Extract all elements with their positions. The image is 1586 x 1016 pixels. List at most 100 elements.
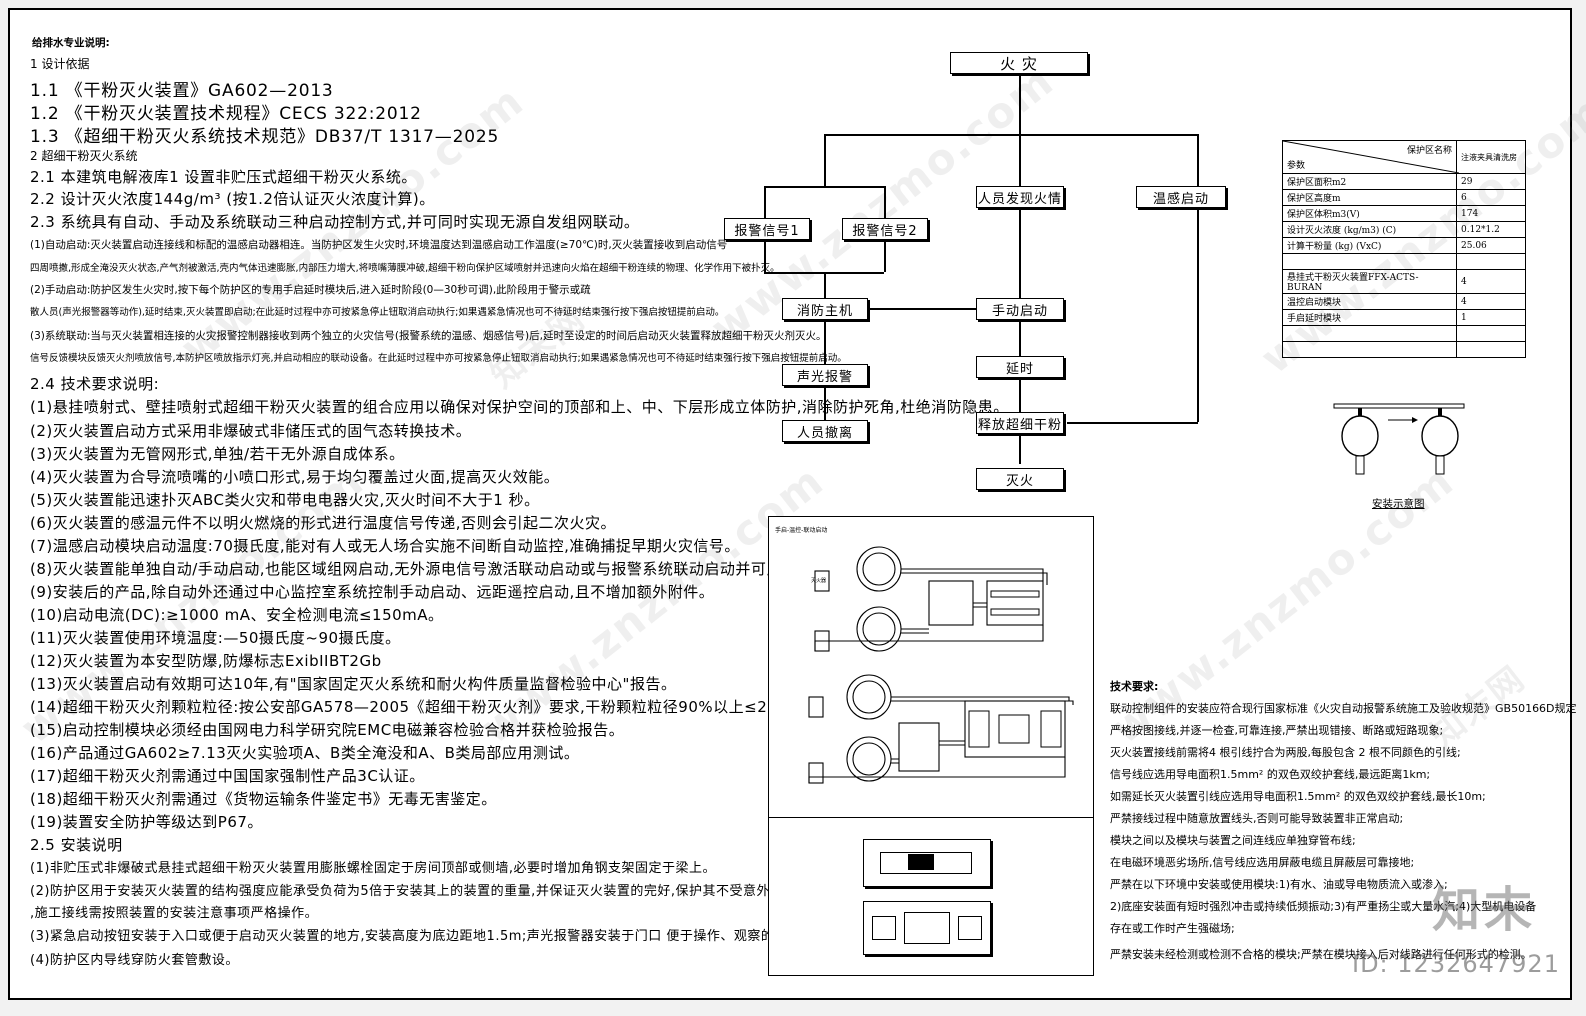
tech-req-8: 在电磁环境恶劣场所,信号线应选用屏蔽电缆且屏蔽层可靠接地; bbox=[1110, 856, 1415, 869]
mode-linkage-cont: 信号反馈模块反馈灭火剂喷放信号,本防护区喷放指示灯亮,并启动相应的联动设备。在此… bbox=[30, 353, 847, 364]
param-value: 25.06 bbox=[1456, 237, 1526, 254]
tech-13: (13)灭火装置启动有效期可达10年,有"国家固定灭火系统和耐火构件质量监督检验… bbox=[30, 675, 677, 693]
tech-14: (14)超细干粉灭火剂颗粒粒径:按公安部GA578—2005《超细干粉灭火剂》要… bbox=[30, 698, 818, 716]
flow-sound-light-alarm: 声光报警 bbox=[782, 364, 868, 386]
item-2-4: 2.4 技术要求说明: bbox=[30, 375, 160, 393]
param-key: 设计灭火浓度 (kg/m3) (C) bbox=[1282, 221, 1457, 238]
tech-19: (19)装置安全防护等级达到P67。 bbox=[30, 813, 263, 831]
tech-req-3: 灭火装置接线前需将4 根引线拧合为两股,每股包含 2 根不同颜色的引线; bbox=[1110, 746, 1461, 759]
tech-9: (9)安装后的产品,除自动外还通过中心监控室系统控制手动启动、远距遥控启动,且不… bbox=[30, 583, 715, 601]
tech-req-2: 严格按图接线,并逐一检查,可靠连接,严禁出现错接、断路或短路现象; bbox=[1110, 724, 1444, 737]
install-sketch: 安装示意图 bbox=[1332, 400, 1468, 510]
mode-auto: (1)自动启动:灭火装置启动连接线和标配的温感启动器相连。当防护区发生火灾时,环… bbox=[30, 239, 728, 251]
item-2-1: 2.1 本建筑电解液库1 设置非贮压式超细干粉灭火系统。 bbox=[30, 168, 417, 186]
tech-req-4: 信号线应选用导电面积1.5mm² 的双色双绞护套线,最远距离1km; bbox=[1110, 768, 1431, 781]
param-key bbox=[1282, 325, 1457, 342]
param-key: 悬挂式干粉灭火装置FFX-ACTS-BURAN bbox=[1282, 269, 1457, 294]
tech-16: (16)产品通过GA602≥7.13灭火实验项A、B类全淹没和A、B类局部应用测… bbox=[30, 744, 580, 762]
flow-temp-start: 温感启动 bbox=[1136, 186, 1226, 208]
tech-req-10: 2)底座安装面有短时强烈冲击或持续低频振动;3)有严重扬尘或大量水汽;4)大型机… bbox=[1110, 900, 1537, 913]
tech-req-6: 严禁接线过程中随意放置线头,否则可能导致装置非正常启动; bbox=[1110, 812, 1404, 825]
param-key: 保护区体积m3(V) bbox=[1282, 205, 1457, 222]
table-row: 计算干粉量 (kg) (VxC)25.06 bbox=[1282, 237, 1526, 254]
manual-module-back bbox=[863, 901, 991, 955]
param-value: 4 bbox=[1456, 269, 1526, 294]
flow-delay: 延时 bbox=[976, 356, 1064, 378]
table-header-cell: 保护区名称 参数 bbox=[1282, 140, 1459, 174]
install-2: (2)防护区用于安装灭火装置的结构强度应能承受负荷为5倍于安装其上的装置的重量,… bbox=[30, 884, 797, 899]
table-row: 保护区体积m3(V)174 bbox=[1282, 205, 1526, 222]
brand-logo: 知末 bbox=[1432, 882, 1537, 938]
ref-1-3: 1.3 《超细干粉灭火系统技术规范》DB37/T 1317—2025 bbox=[30, 127, 500, 147]
table-row bbox=[1282, 253, 1526, 270]
param-value: 174 bbox=[1456, 205, 1526, 222]
tech-18: (18)超细干粉灭火剂需通过《货物运输条件鉴定书》无毒无害鉴定。 bbox=[30, 790, 497, 808]
mode-manual: (2)手动启动:防护区发生火灾时,按下每个防护区的专用手启延时模块后,进入延时阶… bbox=[30, 284, 591, 296]
install-3: (3)紧急启动按钮安装于入口或便于启动灭火装置的地方,安装高度为底边距地1.5m… bbox=[30, 929, 807, 944]
param-value: 6 bbox=[1456, 189, 1526, 206]
section-1: 1 设计依据 bbox=[30, 57, 90, 71]
tech-req-11: 存在或工作时产生强磁场; bbox=[1110, 922, 1235, 935]
install-2-cont: ,施工接线需按照装置的安装注意事项严格操作。 bbox=[30, 906, 319, 921]
tech-2: (2)灭火装置启动方式采用非爆破式非储压式的固气态转换技术。 bbox=[30, 422, 472, 440]
param-value bbox=[1456, 253, 1526, 270]
tech-req-7: 模块之间以及模块与装置之间连线应单独穿管布线; bbox=[1110, 834, 1356, 847]
mode-auto-cont: 四周喷撒,形成全淹没灭火状态,产气剂被激活,壳内气体迅速膨胀,内部压力增大,将喷… bbox=[30, 263, 780, 274]
param-key: 计算干粉量 (kg) (VxC) bbox=[1282, 237, 1457, 254]
flow-fire-host: 消防主机 bbox=[782, 298, 868, 320]
flow-person-found: 人员发现火情 bbox=[976, 186, 1064, 208]
flow-alarm-2: 报警信号2 bbox=[842, 218, 928, 240]
install-4: (4)防护区内导线穿防火套管敷设。 bbox=[30, 953, 239, 968]
param-key: 温控启动模块 bbox=[1282, 293, 1457, 310]
image-id: ID: 1232647921 bbox=[1352, 950, 1560, 978]
item-2-5: 2.5 安装说明 bbox=[30, 836, 123, 854]
tech-req-5: 如需延长灭火装置引线应选用导电面积1.5mm² 的双色双绞护套线,最长10m; bbox=[1110, 790, 1486, 803]
tech-req-12: 严禁安装未经检测或检测不合格的模块;严禁在模块接入后对线路进行任何形式的检测。 bbox=[1110, 948, 1532, 961]
tech-3: (3)灭火装置为无管网形式,单独/若干无外源自成体系。 bbox=[30, 445, 405, 463]
tech-15: (15)启动控制模块必须经由国网电力科学研究院EMC电磁兼容检验合格并获检验报告… bbox=[30, 721, 625, 739]
tech-5: (5)灭火装置能迅速扑灭ABC类火灾和带电电器火灾,灭火时间不大于1 秒。 bbox=[30, 491, 540, 509]
tech-4: (4)灭火装置为合导流喷嘴的小喷口形式,易于均匀覆盖过火面,提高灭火效能。 bbox=[30, 468, 560, 486]
table-row: 设计灭火浓度 (kg/m3) (C)0.12*1.2 bbox=[1282, 221, 1526, 238]
install-caption: 安装示意图 bbox=[1372, 498, 1425, 510]
ref-1-1: 1.1 《干粉灭火装置》GA602—2013 bbox=[30, 81, 334, 101]
param-key bbox=[1282, 341, 1457, 358]
wiring-panel: 手启-温控-联动启动 bbox=[768, 516, 1094, 976]
wiring-label: 灭火器 bbox=[811, 578, 827, 584]
table-row bbox=[1282, 325, 1526, 342]
param-key: 保护区面积m2 bbox=[1282, 173, 1457, 190]
tech-req-9: 严禁在以下环境中安装或使用模块:1)有水、油或导电物质流入或渗入; bbox=[1110, 878, 1448, 891]
param-value: 1 bbox=[1456, 309, 1526, 326]
param-value: 29 bbox=[1456, 173, 1526, 190]
header-zone-label: 保护区名称 bbox=[1406, 146, 1452, 156]
item-2-3: 2.3 系统具有自动、手动及系统联动三种启动控制方式,并可同时实现无源自发组网联… bbox=[30, 213, 640, 231]
param-value: 0.12*1.2 bbox=[1456, 221, 1526, 238]
flow-fire: 火 灾 bbox=[950, 52, 1088, 74]
tech-1: (1)悬挂喷射式、壁挂喷射式超细干粉灭火装置的组合应用以确保对保护空间的顶部和上… bbox=[30, 398, 1009, 416]
notes-title: 给排水专业说明: bbox=[32, 37, 110, 49]
tech-10: (10)启动电流(DC):≥1000 mA、安全检测电流≤150mA。 bbox=[30, 606, 444, 624]
flow-evacuation: 人员撤离 bbox=[782, 420, 868, 442]
tech-8: (8)灭火装置能单独自动/手动启动,也能区域组网启动,无外源电信号激活联动启动或… bbox=[30, 560, 875, 578]
install-1: (1)非贮压式非爆破式悬挂式超细干粉灭火装置用膨胀螺栓固定于房间顶部或侧墙,必要… bbox=[30, 861, 717, 876]
tech-req-1: 联动控制组件的安装应符合现行国家标准《火灾自动报警系统施工及验收规范》GB501… bbox=[1110, 702, 1577, 715]
tech-12: (12)灭火装置为本安型防爆,防爆标志ExibIIBT2Gb bbox=[30, 652, 382, 670]
item-2-2: 2.2 设计灭火浓度144g/m³ (按1.2倍认证灭火浓度计算)。 bbox=[30, 190, 435, 208]
flow-alarm-1: 报警信号1 bbox=[724, 218, 810, 240]
param-value bbox=[1456, 325, 1526, 342]
tech-11: (11)灭火装置使用环境温度:—50摄氏度~90摄氏度。 bbox=[30, 629, 401, 647]
wiring-title: 手启-温控-联动启动 bbox=[775, 527, 828, 534]
header-param-label: 参数 bbox=[1287, 161, 1306, 171]
param-key: 手启延时模块 bbox=[1282, 309, 1457, 326]
flow-extinguish: 灭火 bbox=[976, 468, 1064, 490]
mode-linkage: (3)系统联动:当与灭火装置相连接的火灾报警控制器接收到两个独立的火灾信号(报警… bbox=[30, 330, 827, 342]
tech-17: (17)超细干粉灭火剂需通过中国国家强制性产品3C认证。 bbox=[30, 767, 425, 785]
drawing-content: www.znzmo.com www.znzmo.com www.znzmo.co… bbox=[11, 20, 1586, 996]
